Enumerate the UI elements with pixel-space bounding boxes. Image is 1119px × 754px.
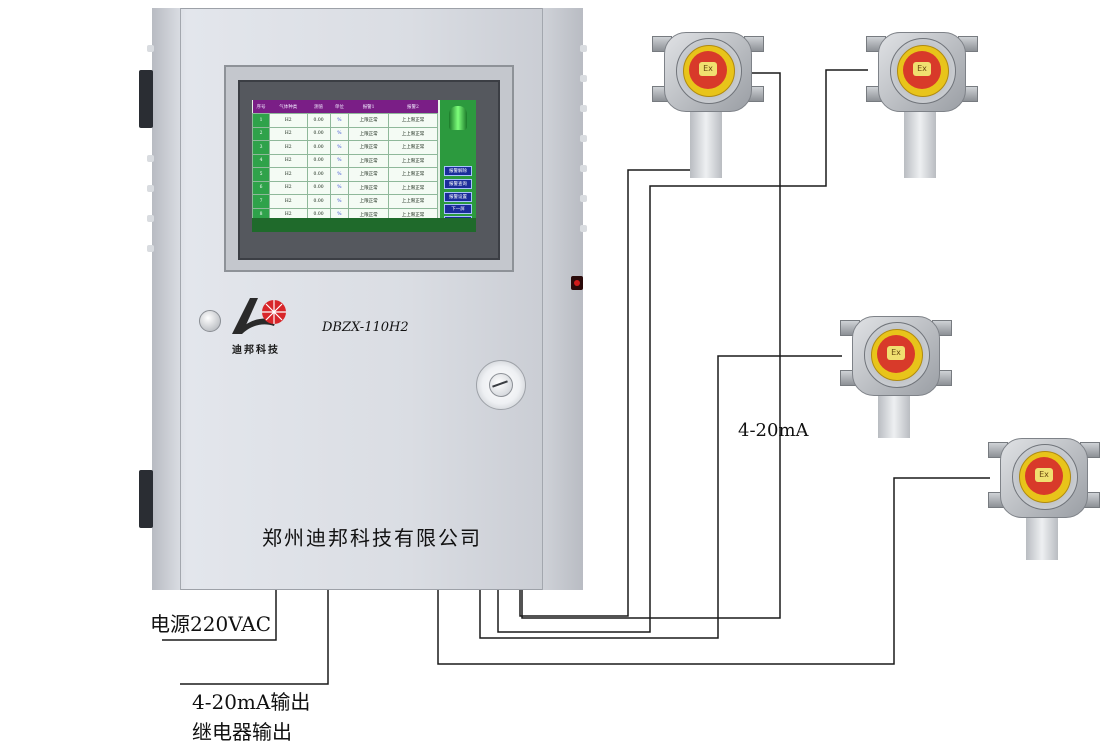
analog-output-label: 4-20mA输出 <box>192 690 311 714</box>
gas-detector-3: Ex <box>840 312 960 472</box>
table-cell: 0.00 <box>306 167 331 182</box>
emergency-button-light <box>574 280 580 286</box>
detector-3-wire <box>479 355 842 639</box>
table-cell: 上上限正常 <box>387 180 439 195</box>
detector-1-wire-a <box>521 72 781 619</box>
table-cell: % <box>329 167 350 182</box>
column-header: 序号 <box>252 100 270 114</box>
model-label: DBZX-110H2 <box>322 320 409 335</box>
table-cell: 0.00 <box>306 140 331 155</box>
cabinet-nub <box>147 185 154 192</box>
cabinet-nub <box>580 75 587 82</box>
cabinet-nub <box>147 155 154 162</box>
ex-marking: Ex <box>913 62 931 76</box>
cabinet-nub <box>580 165 587 172</box>
lcd-status-bar <box>252 218 476 232</box>
ex-marking: Ex <box>1035 468 1053 482</box>
table-cell: H2 <box>269 194 308 209</box>
column-header: 气体种类 <box>269 100 308 114</box>
hinge-bottom <box>139 470 153 528</box>
column-header: 报警2 <box>388 100 438 114</box>
brand-label: 迪邦科技 <box>232 345 280 356</box>
table-header-row: 序号 气体种类 测值 单位 报警1 报警2 <box>252 100 438 114</box>
detector-2-wire <box>497 69 868 633</box>
power-wire <box>162 590 277 641</box>
cabinet-nub <box>147 245 154 252</box>
channel-number: 6 <box>252 180 270 195</box>
detector-1-wire-b <box>519 169 700 617</box>
table-cell: % <box>329 194 350 209</box>
power-label: 电源220VAC <box>150 612 272 636</box>
hinge-top <box>139 70 153 128</box>
alarm-reset-button[interactable]: 报警解除 <box>444 166 472 176</box>
next-screen-button[interactable]: 下一屏 <box>444 204 472 214</box>
table-cell: 上上限正常 <box>387 153 439 168</box>
table-cell: 0.00 <box>306 194 331 209</box>
cabinet-left-edge <box>152 8 181 590</box>
gas-detector-1: Ex <box>652 28 772 188</box>
indicator-knob[interactable] <box>199 310 221 332</box>
table-cell: 上上限正常 <box>387 113 439 128</box>
table-cell: 0.00 <box>306 113 331 128</box>
alarm-settings-button[interactable]: 报警设置 <box>444 192 472 202</box>
cabinet-nub <box>580 225 587 232</box>
table-cell: H2 <box>269 126 308 141</box>
cabinet-nub <box>580 45 587 52</box>
relay-output-label: 继电器输出 <box>192 720 292 744</box>
cabinet-right-edge <box>542 8 583 590</box>
table-cell: 上上限正常 <box>387 126 439 141</box>
output-wire <box>180 590 329 685</box>
detector-4-wire <box>437 477 990 665</box>
table-cell: 上上限正常 <box>387 167 439 182</box>
column-header: 测值 <box>307 100 331 114</box>
table-cell: H2 <box>269 153 308 168</box>
table-cell: 上上限正常 <box>387 194 439 209</box>
column-header: 报警1 <box>348 100 389 114</box>
table-cell: 0.00 <box>306 126 331 141</box>
status-lamp-icon <box>449 106 467 130</box>
column-header: 单位 <box>330 100 349 114</box>
cabinet-nub <box>147 45 154 52</box>
signal-label: 4-20mA <box>738 420 809 441</box>
cabinet-nub <box>580 105 587 112</box>
alarm-query-button[interactable]: 报警查询 <box>444 179 472 189</box>
gas-detector-4: Ex <box>988 434 1108 594</box>
company-logo-icon <box>232 298 286 334</box>
table-cell: 上上限正常 <box>387 140 439 155</box>
cabinet-nub <box>580 195 587 202</box>
ex-marking: Ex <box>699 62 717 76</box>
table-cell: % <box>329 126 350 141</box>
company-name: 郑州迪邦科技有限公司 <box>262 526 482 550</box>
table-cell: 上限正常 <box>348 126 389 141</box>
table-cell: 上限正常 <box>348 140 389 155</box>
table-cell: 0.00 <box>306 153 331 168</box>
channel-number: 1 <box>252 113 270 128</box>
gas-detector-2: Ex <box>866 28 986 188</box>
cabinet-nub <box>580 135 587 142</box>
ex-marking: Ex <box>887 346 905 360</box>
cabinet-nub <box>147 215 154 222</box>
